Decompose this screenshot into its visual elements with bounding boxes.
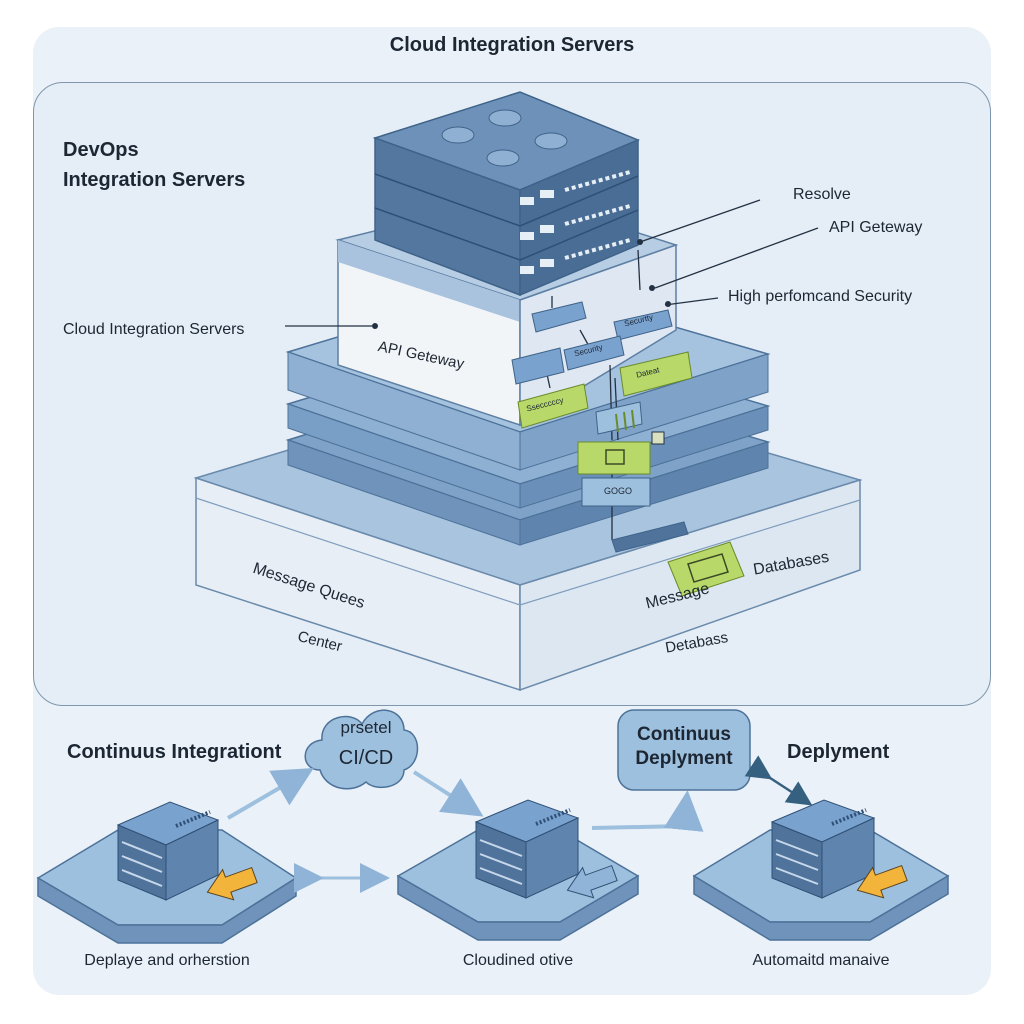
cloud-label-line1: prsetel [340,718,392,737]
cicd-cloud [304,709,419,790]
chip-small-blue [595,401,643,435]
platform-caption-2: Cloudined otive [462,952,574,969]
server-3 [770,799,876,899]
label-continuous-integration: Continuus Integrationt [67,741,282,763]
heading-integration-servers: Integration Servers [63,169,246,191]
component-chips [511,301,745,597]
flow-arrows [226,755,813,893]
server-2 [474,799,580,899]
chip-green-core [577,441,651,475]
chip-label-base: GOGO [604,486,633,496]
chip-mid [563,335,625,371]
cd-box-line2: Deplyment [635,748,733,769]
chip-center-green [517,383,589,429]
diagram-title: Cloud Integration Servers [389,34,635,56]
pipeline-servers [116,799,876,901]
callout-high-performance-security: High perfomcand Security [728,288,913,305]
chip-database [667,541,745,597]
callout-api-gateway: API Geteway [829,219,923,236]
heading-devops: DevOps [63,139,139,161]
chip-right-green [619,351,693,397]
chip-base [581,477,651,507]
callout-dots [372,239,671,329]
chip-top-right [613,309,673,341]
server-rack [372,91,640,297]
chip-top-left [531,301,587,333]
callout-resolve: Resolve [793,186,851,203]
label-deployment: Deplyment [787,741,890,763]
callout-cloud-integration-servers: Cloud Integration Servers [63,321,245,338]
platform-arrows [206,864,908,901]
platform-caption-3: Automaitd manaive [752,952,890,969]
platform-caption-1: Deplaye and orherstion [84,952,250,969]
server-1 [116,801,220,901]
cd-box-shape [617,709,751,791]
cd-box-line1: Continuus [637,724,731,745]
chip-left [511,347,565,385]
cloud-label-cicd: CI/CD [338,747,394,769]
